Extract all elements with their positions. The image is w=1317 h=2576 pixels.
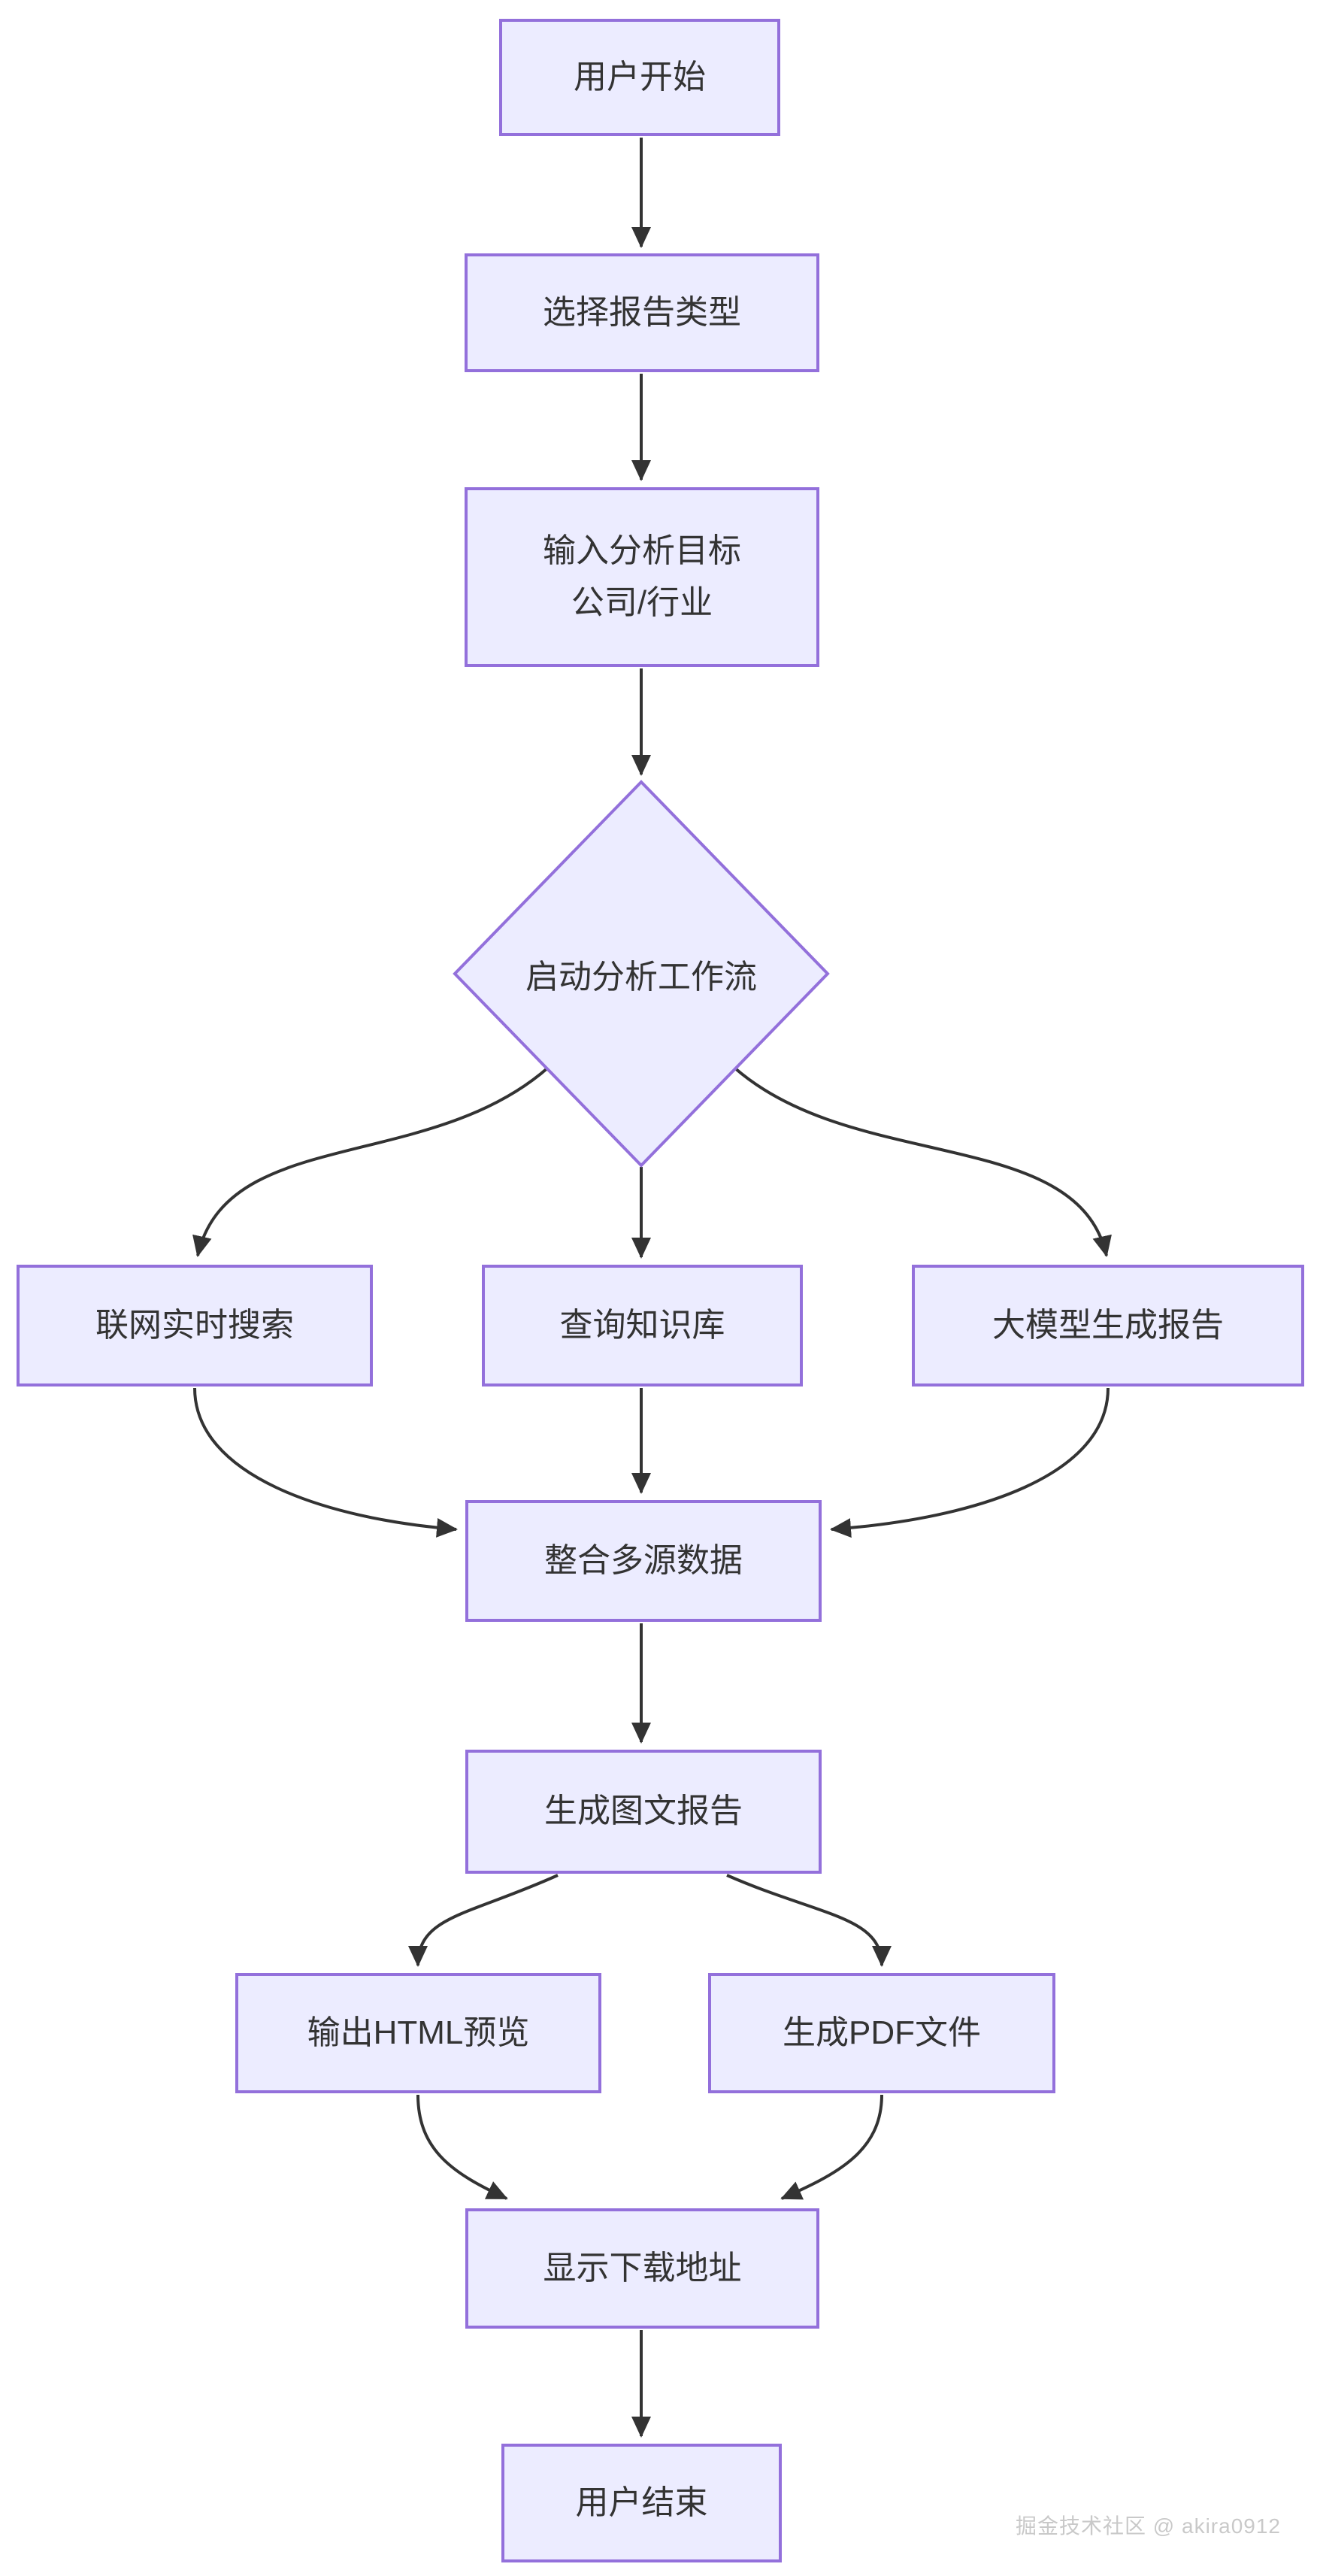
node-html: 输出HTML预览 <box>235 1973 601 2093</box>
node-select: 选择报告类型 <box>465 253 819 372</box>
edge-llm-merge <box>830 1387 1110 1538</box>
node-workflow-shape <box>453 780 830 1168</box>
node-download-label: 显示下载地址 <box>543 2249 742 2287</box>
node-llm-label: 大模型生成报告 <box>992 1306 1224 1344</box>
node-input-label-line1: 输入分析目标 <box>543 532 741 570</box>
edge-pdf-download <box>780 2094 883 2200</box>
edge-search-merge <box>193 1387 458 1538</box>
node-input-label-line2: 公司/行业 <box>571 583 713 621</box>
node-merge: 整合多源数据 <box>465 1500 822 1622</box>
node-pdf: 生成PDF文件 <box>708 1973 1055 2093</box>
node-workflow-label: 启动分析工作流 <box>525 959 757 996</box>
node-kb: 查询知识库 <box>482 1265 803 1386</box>
edge-workflow-llm <box>733 1066 1112 1257</box>
node-workflow-label-box: 启动分析工作流 <box>491 936 792 1011</box>
node-search-label: 联网实时搜索 <box>95 1306 294 1344</box>
edge-html-download <box>416 2094 508 2200</box>
node-end-label: 用户结束 <box>575 2484 708 2521</box>
edge-report-html <box>408 1874 559 1967</box>
node-report-label: 生成图文报告 <box>544 1793 743 1830</box>
edge-report-pdf <box>726 1874 892 1967</box>
node-llm: 大模型生成报告 <box>912 1265 1304 1386</box>
node-merge-label: 整合多源数据 <box>544 1541 743 1579</box>
node-end: 用户结束 <box>501 2444 782 2562</box>
node-kb-label: 查询知识库 <box>559 1306 725 1344</box>
node-select-label: 选择报告类型 <box>543 293 741 331</box>
edge-workflow-search <box>192 1066 550 1257</box>
node-start: 用户开始 <box>499 19 780 136</box>
node-start-label: 用户开始 <box>574 58 706 95</box>
node-input: 输入分析目标 公司/行业 <box>465 487 819 667</box>
node-report: 生成图文报告 <box>465 1750 822 1874</box>
node-download: 显示下载地址 <box>465 2208 819 2329</box>
node-html-label: 输出HTML预览 <box>307 2014 530 2051</box>
watermark: 掘金技术社区 @ akira0912 <box>1016 2514 1281 2538</box>
node-search: 联网实时搜索 <box>17 1265 373 1386</box>
node-pdf-label: 生成PDF文件 <box>783 2014 981 2051</box>
